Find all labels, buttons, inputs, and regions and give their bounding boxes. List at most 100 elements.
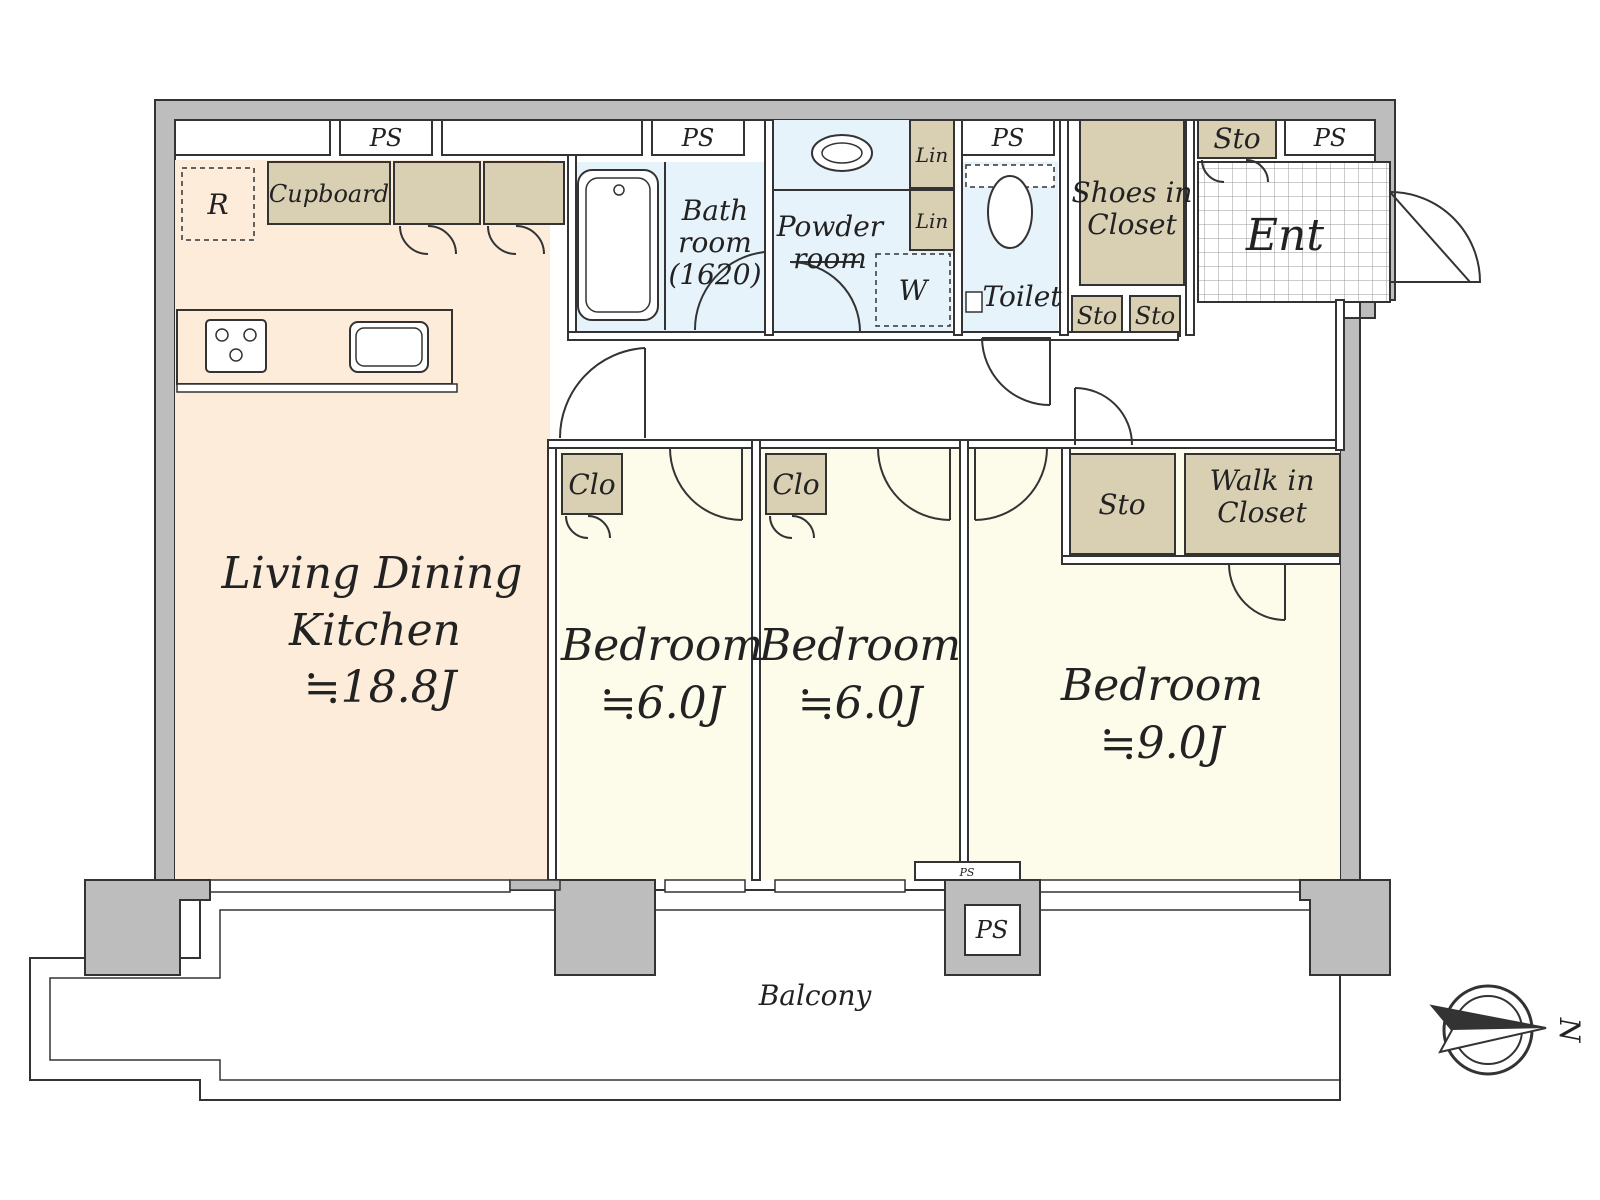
bed3-door[interactable]: [974, 447, 1048, 521]
wall-powder-toilet: [953, 119, 963, 336]
balcony-outline: [29, 889, 1361, 1101]
bedroom1-size: ≒6.0J: [600, 678, 727, 729]
wall-bed2-bed3: [959, 439, 969, 881]
sto-hall2-label: Sto: [1135, 302, 1176, 330]
top-cabinet-2: [441, 119, 643, 156]
burner-icon: [229, 348, 243, 362]
ldk-name-line2: Kitchen: [288, 605, 461, 656]
bedroom1-name: Bedroom: [560, 620, 763, 671]
cupboard-doors[interactable]: [399, 225, 545, 255]
ps-balcony-box: [964, 904, 1021, 956]
entrance-label: Ent: [1245, 210, 1324, 261]
clo2-box: [765, 453, 827, 515]
bedroom3-name: Bedroom: [1060, 660, 1263, 711]
wall-shoes-ent: [1185, 119, 1195, 336]
cupboard-label: Cupboard: [269, 180, 389, 208]
burner-icon: [243, 328, 257, 342]
bed3-closet-bottom: [1061, 555, 1341, 565]
ldk-floor-lower: [175, 330, 545, 880]
sto-hall1-label: Sto: [1077, 302, 1118, 330]
sto-entrance-box: [1197, 119, 1277, 159]
entrance-door[interactable]: [1389, 191, 1482, 283]
bath-door[interactable]: [693, 251, 766, 331]
drain-icon: [613, 184, 625, 196]
bed3-closet-wall: [1061, 447, 1071, 561]
walk-in-closet: [1184, 453, 1341, 555]
wall-wet-bottom: [567, 331, 1179, 341]
compass-icon: [1429, 984, 1547, 1076]
shoes-closet: [1079, 119, 1185, 286]
ps1-box: [339, 119, 433, 156]
corner-column-right: [1299, 879, 1391, 976]
bedroom1-floor: [560, 450, 750, 880]
wall-ldk-right: [547, 439, 557, 881]
bath-label-line2: room: [678, 226, 752, 259]
sto-hall2-box: [1129, 295, 1181, 337]
toilet-paper-icon: [965, 291, 983, 313]
walk-in-line1: Walk in: [1210, 464, 1315, 497]
shoes-closet-line1: Shoes in: [1072, 176, 1193, 209]
kitchen-counter-edge: [176, 383, 458, 393]
sto-entrance-label: Sto: [1213, 122, 1260, 155]
ps3-label: PS: [991, 124, 1025, 152]
ps4-label: PS: [1313, 124, 1347, 152]
windows-bed1: [664, 879, 746, 893]
windows-ldk: [209, 879, 511, 893]
ps2-box: [651, 119, 745, 156]
hall-floor: [645, 340, 1340, 440]
clo1-label: Clo: [568, 468, 615, 501]
balcony-label: Balcony: [758, 979, 873, 1012]
powder-label-line1: Powder: [776, 210, 885, 243]
ldk-size: ≒18.8J: [304, 662, 459, 713]
corner-column-left: [84, 879, 211, 976]
bedroom2-floor: [762, 450, 960, 880]
hall-door[interactable]: [1074, 387, 1133, 446]
cupboard: [267, 161, 391, 225]
sink-icon: [349, 321, 429, 373]
top-cabinet-1: [174, 119, 331, 156]
toilet-door[interactable]: [981, 337, 1051, 406]
ps-bed-label: PS: [959, 866, 975, 879]
windows-bed2: [774, 879, 906, 893]
cooktop-icon: [205, 319, 267, 373]
shoes-closet-line2: Closet: [1087, 208, 1177, 241]
bath-label-line1: Bath: [681, 194, 749, 227]
wall-toilet-shoes: [1059, 119, 1069, 336]
wall-bedrooms-top: [547, 439, 1341, 449]
cupboard-2: [393, 161, 481, 225]
column-mid: [554, 879, 656, 976]
washer-space: [875, 253, 951, 327]
bedroom2-size: ≒6.0J: [798, 678, 925, 729]
sto-bed3-box: [1069, 453, 1176, 555]
sto-entrance-doors[interactable]: [1201, 159, 1269, 183]
ldk-door[interactable]: [558, 347, 646, 439]
bedroom2-name: Bedroom: [758, 620, 961, 671]
powder-door[interactable]: [789, 261, 861, 333]
wash-basin-icon: [811, 134, 873, 172]
bed2-door[interactable]: [877, 447, 951, 521]
ldk-name-line1: Living Dining: [221, 548, 523, 599]
bath-label-line3: (1620): [668, 258, 761, 291]
washer-label: W: [899, 274, 930, 307]
ps4-box: [1284, 119, 1376, 156]
clo-doors[interactable]: [565, 515, 815, 539]
windows-bed3: [1039, 879, 1301, 893]
bathtub-inner-icon: [585, 177, 651, 313]
burner-icon: [215, 328, 229, 342]
toilet-bowl-icon: [987, 175, 1033, 249]
ps1-label: PS: [369, 124, 403, 152]
balcony-inner-outline: [49, 909, 1341, 1081]
wash-basin-inner-icon: [821, 142, 863, 164]
refrigerator-space: [181, 167, 255, 241]
walk-in-door[interactable]: [1228, 563, 1286, 621]
wall-bath-left: [567, 154, 577, 336]
wall-bath-powder: [764, 119, 774, 336]
wall-bed1-bed2: [751, 439, 761, 881]
sto-hall1-box: [1071, 295, 1123, 337]
sto-bed3-label: Sto: [1098, 488, 1145, 521]
bed1-door[interactable]: [669, 447, 743, 521]
toilet-label: Toilet: [982, 280, 1062, 313]
linen2-label: Lin: [915, 209, 949, 233]
wall-hall-right: [1335, 299, 1345, 451]
